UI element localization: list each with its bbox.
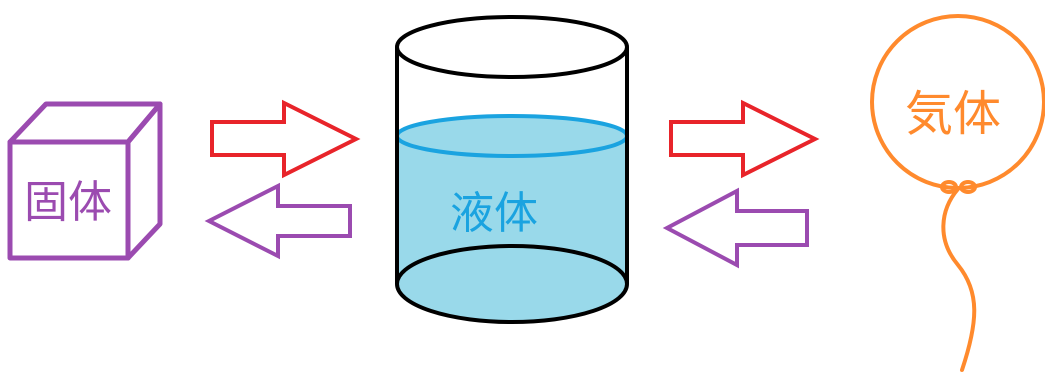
cylinder-bottom-front — [395, 283, 629, 324]
cylinder-rim — [395, 15, 629, 79]
liquid-to-gas-arrow — [669, 99, 820, 179]
solid-cube — [7, 101, 163, 261]
cube-side-face — [125, 101, 163, 261]
liquid-to-solid-arrow — [204, 182, 352, 260]
gas-to-liquid-arrow — [662, 187, 809, 269]
solid-to-liquid-arrow — [210, 99, 361, 179]
gas-balloon — [870, 14, 1045, 372]
solid-label: 固体 — [24, 177, 112, 228]
liquid-label: 液体 — [450, 188, 538, 239]
water-surface — [395, 114, 629, 158]
balloon-string — [941, 187, 977, 372]
balloon-knot-right-loop — [959, 180, 977, 194]
cube-top-face — [7, 101, 163, 145]
balloon-knot-left-loop — [940, 180, 958, 194]
gas-label: 気体 — [905, 86, 1002, 142]
water-body — [397, 136, 627, 322]
liquid-cylinder — [395, 15, 629, 324]
cylinder-bottom-back — [395, 244, 629, 285]
